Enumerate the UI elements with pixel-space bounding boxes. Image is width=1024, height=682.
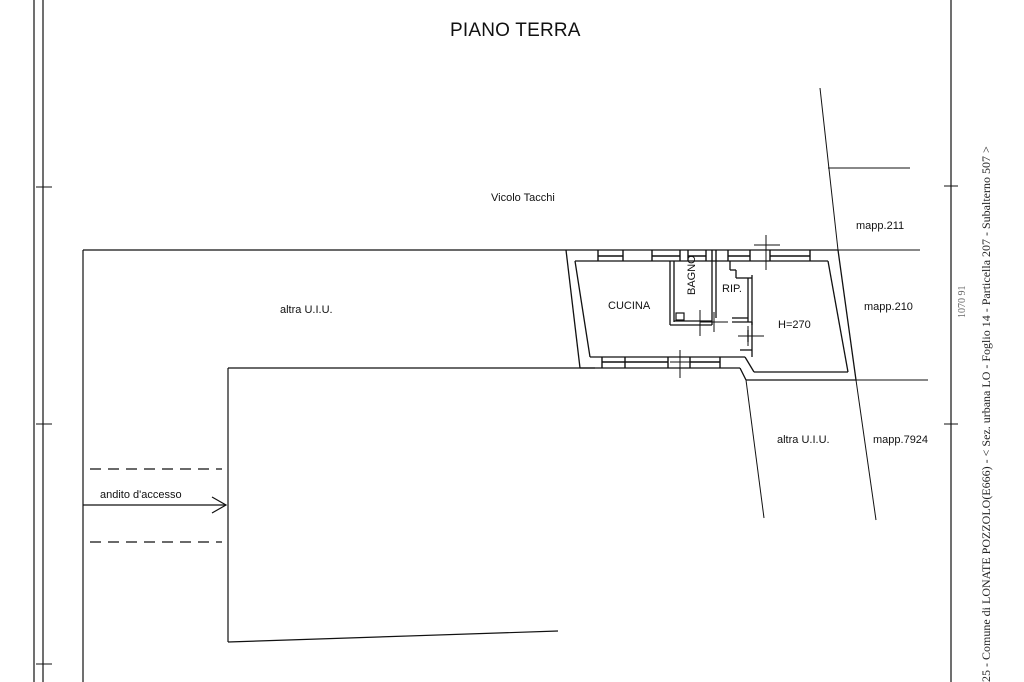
north-windows — [597, 250, 811, 261]
access-corridor — [83, 468, 228, 543]
faint-stamp-mark: 1070 91 — [957, 285, 968, 319]
access-corridor-label: andito d'accesso — [100, 489, 182, 501]
parcel-211-label: mapp.211 — [856, 220, 905, 232]
neighbor-unit-right-label: altra U.I.U. — [777, 434, 830, 446]
building-outline — [82, 249, 595, 682]
parcel-210-label: mapp.210 — [864, 301, 913, 313]
storage-label: RIP. — [722, 283, 742, 295]
unit-walls — [565, 249, 857, 381]
neighbor-unit-left-label: altra U.I.U. — [280, 304, 333, 316]
street-label: Vicolo Tacchi — [491, 192, 555, 204]
bathroom-label: BAGNO — [686, 255, 698, 295]
parcel-7924-label: mapp.7924 — [873, 434, 929, 446]
crosshair-marks — [670, 235, 780, 378]
plan-title: PIANO TERRA — [450, 20, 581, 41]
bathroom-fixture — [675, 312, 685, 321]
south-windows — [601, 357, 721, 368]
cadastral-reference-note: 25 - Comune di LONATE POZZOLO(E666) - < … — [979, 146, 993, 682]
kitchen-label: CUCINA — [608, 300, 651, 312]
room-height-label: H=270 — [778, 319, 811, 331]
parcel-boundaries — [745, 87, 928, 521]
